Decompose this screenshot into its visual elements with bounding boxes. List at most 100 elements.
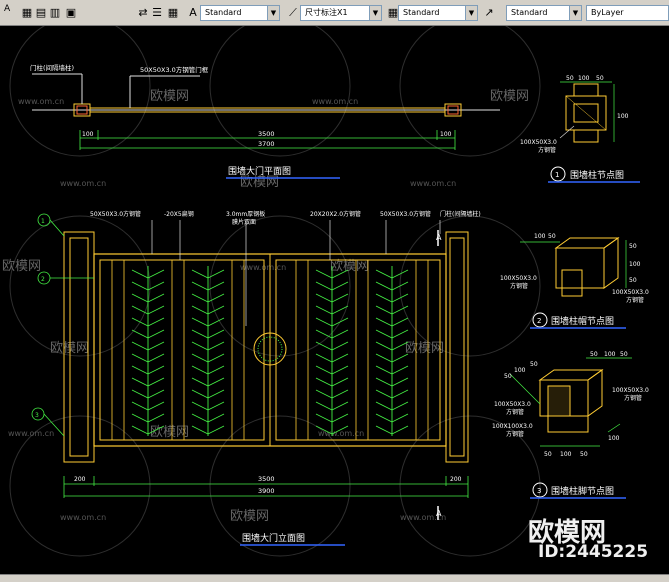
leaf-stroke xyxy=(331,377,349,387)
leaf-stroke xyxy=(207,293,225,303)
elev-dim-left: 200 xyxy=(74,476,86,483)
leaf-stroke xyxy=(315,269,333,279)
multileader-style-icon[interactable]: ↗ xyxy=(484,6,494,19)
watermark-brand-text: 欧模网 xyxy=(490,89,529,104)
leaf-stroke xyxy=(147,305,165,315)
leaf-stroke xyxy=(147,329,165,339)
layer-icon[interactable]: ▤ xyxy=(35,6,47,19)
leaf-stroke xyxy=(375,281,393,291)
match-properties-icon[interactable]: ⇄ xyxy=(138,6,148,19)
leaf-stroke xyxy=(207,365,225,375)
leaf-stroke xyxy=(191,305,209,315)
gate-bars xyxy=(111,260,429,440)
table-style-icon[interactable]: ▦ xyxy=(387,6,399,19)
watermark-brand-text: 欧模网 xyxy=(2,259,41,274)
watermark-site-text: www.om.cn xyxy=(60,179,106,188)
detail-2-post-cap: 100 50 50 100 50 100X50X3.0 方钢管 100X50X3… xyxy=(500,233,649,329)
detail2-number: 2 xyxy=(537,317,541,325)
detail1-label: 100X50X3.0 xyxy=(520,139,557,146)
leaf-stroke xyxy=(375,425,393,435)
leaf-stroke xyxy=(131,269,149,279)
detail3-dim-bottom-c: 50 xyxy=(580,451,588,458)
callout-1-number: 1 xyxy=(41,218,45,225)
leaf-stroke xyxy=(315,365,333,375)
leaf-stroke xyxy=(375,329,393,339)
elevation-title: 围墙大门立面图 xyxy=(242,532,305,544)
elevation-leaders xyxy=(151,220,441,326)
elev-label-plate-2: 膜片双面 xyxy=(232,218,256,226)
dim-style-select[interactable]: 尺寸标注X1 ▼ xyxy=(300,5,382,21)
pan-icon[interactable]: ▥ xyxy=(49,6,61,19)
section-mark-bottom: A xyxy=(436,509,442,518)
leaf-stroke xyxy=(331,401,349,411)
leaf-stroke xyxy=(315,329,333,339)
toolbar-fragment-text: A xyxy=(4,4,11,14)
leaf-stroke xyxy=(207,401,225,411)
detail-3-post-foot: 50 100 50 50 100 50 50 100 50 100 100X50… xyxy=(492,351,649,499)
multileader-style-select[interactable]: Standard ▼ xyxy=(506,5,582,21)
leaf-stroke xyxy=(391,317,409,327)
dim-style-icon[interactable]: ⟋ xyxy=(289,6,297,19)
layer-manager-icon[interactable]: ☰ xyxy=(152,6,162,19)
detail3-dim-top-b: 100 xyxy=(604,351,616,358)
elev-dim-main: 3500 xyxy=(258,475,275,483)
detail3-dim-top-c: 50 xyxy=(620,351,628,358)
leaf-stroke xyxy=(131,401,149,411)
leaf-stroke xyxy=(147,425,165,435)
leaf-stroke xyxy=(331,269,349,279)
leaf-stroke xyxy=(131,305,149,315)
callout-3-number: 3 xyxy=(35,412,39,419)
leaf-stroke xyxy=(375,413,393,423)
properties-icon[interactable]: ▣ xyxy=(65,6,77,19)
leaf-stroke xyxy=(191,425,209,435)
leaf-stroke xyxy=(191,329,209,339)
leaf-stroke xyxy=(315,389,333,399)
leaf-stroke xyxy=(147,401,165,411)
detail3-label-left-b2: 方钢管 xyxy=(506,430,524,438)
styles-toolbar: A ▦ ▤ ▥ ▣ ⇄ ☰ ▦ A Standard ▼ ⟋ 尺寸标注X1 ▼ … xyxy=(0,0,669,26)
leaf-stroke xyxy=(391,377,409,387)
plan-dimensions xyxy=(79,130,456,150)
detail1-dim-b: 100 xyxy=(578,75,590,82)
leaf-stroke xyxy=(331,413,349,423)
watermark-site-text: www.om.cn xyxy=(8,429,54,438)
watermark-site-text: www.om.cn xyxy=(410,179,456,188)
watermark-pattern xyxy=(9,26,541,557)
lineweight-value: ByLayer xyxy=(591,8,624,17)
leaf-stroke xyxy=(391,425,409,435)
detail3-dim-left-c: 50 xyxy=(530,361,538,368)
detail3-label-right-2: 方钢管 xyxy=(624,394,642,402)
chevron-down-icon: ▼ xyxy=(267,6,279,20)
leaf-stroke xyxy=(375,365,393,375)
leaf-stroke xyxy=(315,281,333,291)
leaf-stroke xyxy=(131,341,149,351)
leaf-stroke xyxy=(191,293,209,303)
layer-state-icon[interactable]: ▦ xyxy=(167,6,179,19)
text-style-select[interactable]: Standard ▼ xyxy=(200,5,280,21)
zoom-icon[interactable]: ▦ xyxy=(21,6,33,19)
text-style-icon[interactable]: A xyxy=(189,6,197,19)
detail3-label-left: 100X50X3.0 xyxy=(494,401,531,408)
leaf-stroke xyxy=(375,341,393,351)
leaf-stroke xyxy=(131,413,149,423)
elevation-dimensions xyxy=(63,476,469,498)
leaf-stroke xyxy=(207,329,225,339)
leaf-stroke xyxy=(331,329,349,339)
plan-title: 围墙大门平面图 xyxy=(228,165,291,177)
detail-callouts xyxy=(31,213,94,437)
drawing-canvas[interactable]: www.om.cn 欧模网 www.om.cn 欧模网 www.om.cn 欧模… xyxy=(0,26,669,574)
leaf-stroke xyxy=(331,365,349,375)
detail3-dim-bottom-b: 100 xyxy=(560,451,572,458)
leaf-stroke xyxy=(375,389,393,399)
detail3-dim-bottom-a: 50 xyxy=(544,451,552,458)
leaf-stroke xyxy=(331,389,349,399)
elev-dim-right: 200 xyxy=(450,476,462,483)
text-style-value: Standard xyxy=(205,8,242,17)
leaf-stroke xyxy=(375,293,393,303)
detail2-dim-side-b: 100 xyxy=(629,261,641,268)
section-mark-top: A xyxy=(436,233,442,242)
leaf-stroke xyxy=(391,281,409,291)
lineweight-select[interactable]: ByLayer xyxy=(586,5,669,21)
table-style-select[interactable]: Standard ▼ xyxy=(398,5,478,21)
elevation-view: 200 200 3500 3900 50X50X3.0方钢管 -20X5扁钢 3… xyxy=(31,210,481,546)
